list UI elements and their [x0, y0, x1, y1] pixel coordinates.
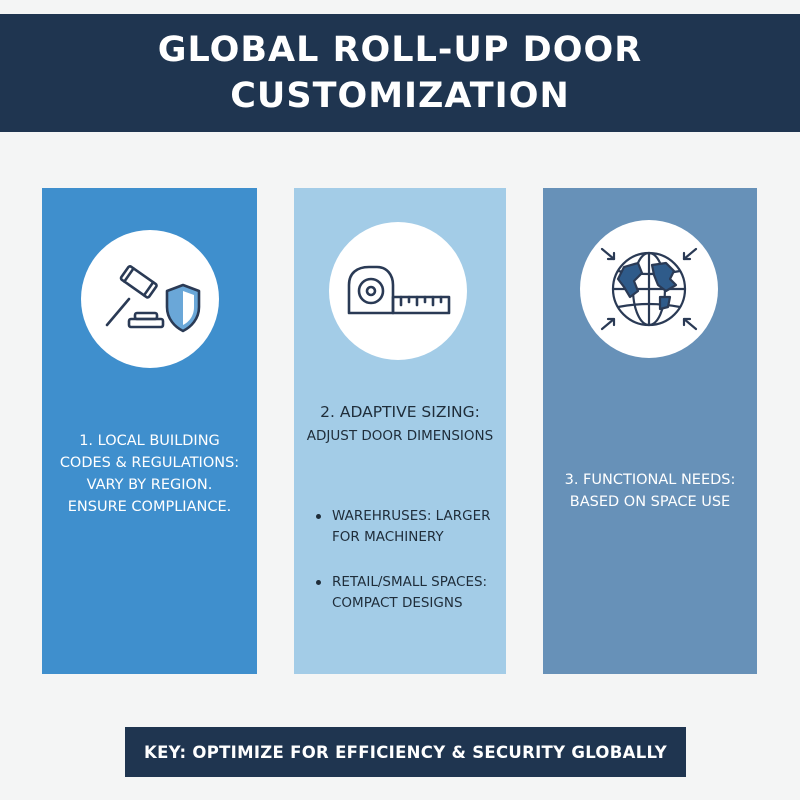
icon-circle: [80, 230, 219, 368]
card-2-title: 2. ADAPTIVE SIZING:: [320, 403, 480, 421]
icon-circle: [580, 220, 718, 358]
card-adaptive-sizing: 2. ADAPTIVE SIZING: ADJUST DOOR DIMENSIO…: [294, 188, 506, 674]
card-1-text: 1. LOCAL BUILDING CODES & REGULATIONS: V…: [42, 430, 257, 518]
page-header: GLOBAL ROLL-UP DOOR CUSTOMIZATION: [0, 14, 800, 132]
card-2-subtitle: ADJUST DOOR DIMENSIONS: [306, 428, 494, 444]
key-footer-banner: KEY: OPTIMIZE FOR EFFICIENCY & SECURITY …: [125, 727, 686, 777]
bullet-line: WAREHRUSES: LARGER: [332, 508, 491, 524]
bullet-line: COMPACT DESIGNS: [332, 595, 463, 611]
card-1-line: ENSURE COMPLIANCE.: [67, 499, 232, 515]
bullet-line: FOR MACHINERY: [332, 529, 444, 545]
page-title-line-2: CUSTOMIZATION: [230, 76, 570, 116]
card-1-line: VARY BY REGION.: [86, 477, 213, 493]
icon-circle: [329, 222, 467, 360]
list-item: WAREHRUSES: LARGER FOR MACHINERY: [312, 506, 500, 548]
footer-text: KEY: OPTIMIZE FOR EFFICIENCY & SECURITY …: [143, 742, 668, 762]
card-3-line: 3. FUNCTIONAL NEEDS:: [564, 472, 736, 488]
card-building-codes: 1. LOCAL BUILDING CODES & REGULATIONS: V…: [42, 188, 257, 674]
card-functional-needs: 3. FUNCTIONAL NEEDS: BASED ON SPACE USE: [543, 188, 757, 674]
card-1-line: CODES & REGULATIONS:: [59, 455, 240, 471]
card-1-line: 1. LOCAL BUILDING: [79, 433, 220, 449]
card-3-line: BASED ON SPACE USE: [569, 494, 731, 510]
bullet-line: RETAIL/SMALL SPACES:: [332, 574, 488, 590]
globe-arrows-icon: [600, 247, 698, 331]
card-2-heading: 2. ADAPTIVE SIZING: ADJUST DOOR DIMENSIO…: [294, 400, 506, 448]
card-2-bullet-list: WAREHRUSES: LARGER FOR MACHINERY RETAIL/…: [312, 506, 500, 638]
tape-measure-icon: [347, 265, 451, 315]
card-3-text: 3. FUNCTIONAL NEEDS: BASED ON SPACE USE: [543, 469, 757, 513]
page-title-line-1: GLOBAL ROLL-UP DOOR: [157, 30, 643, 70]
list-item: RETAIL/SMALL SPACES: COMPACT DESIGNS: [312, 572, 500, 614]
bullet-dot-icon: [316, 514, 321, 519]
gavel-shield-icon: [105, 265, 200, 333]
bullet-dot-icon: [316, 580, 321, 585]
